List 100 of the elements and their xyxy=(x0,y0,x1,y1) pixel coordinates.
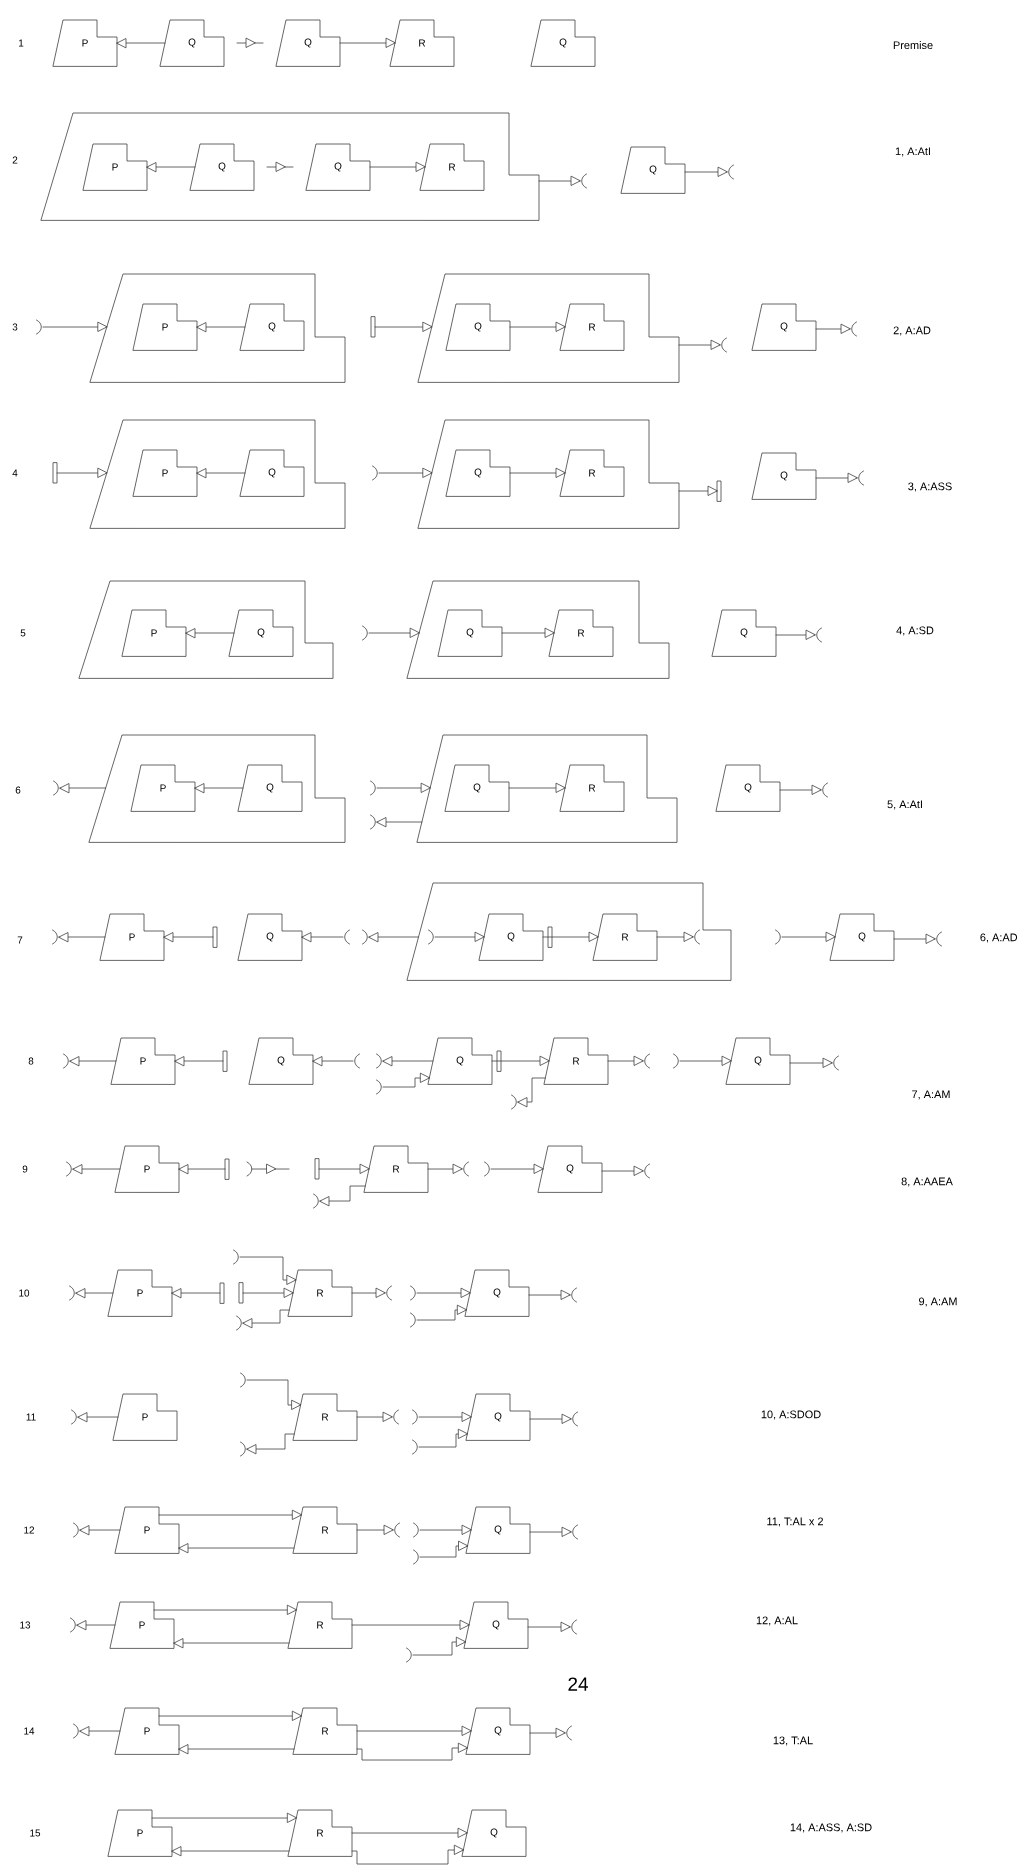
connector xyxy=(59,783,107,793)
connector xyxy=(376,817,423,827)
predicate-box: R xyxy=(292,1506,358,1554)
enclosure-box xyxy=(89,419,346,529)
connector xyxy=(56,468,108,478)
connector xyxy=(79,1525,121,1535)
connector xyxy=(58,932,106,942)
predicate-box: P xyxy=(82,143,148,191)
connector xyxy=(418,1412,472,1422)
connector xyxy=(356,1412,393,1422)
predicate-box: P xyxy=(114,1145,180,1193)
justification-text: 11, T:AL x 2 xyxy=(767,1517,823,1527)
predicate-box: Q xyxy=(478,913,544,961)
connector xyxy=(427,1164,463,1174)
connector xyxy=(416,1288,471,1298)
connector xyxy=(369,162,426,172)
connector xyxy=(509,468,566,478)
predicate-box: R xyxy=(287,1601,353,1649)
connector xyxy=(178,1543,295,1553)
enclosure-box xyxy=(406,882,732,981)
predicate-box: Q xyxy=(444,764,510,812)
connector xyxy=(77,1412,119,1422)
connector xyxy=(434,932,485,942)
connector xyxy=(419,1541,468,1558)
connector xyxy=(351,1845,464,1865)
connector xyxy=(893,934,936,944)
connector xyxy=(607,1056,644,1066)
enclosure-box xyxy=(416,734,678,843)
predicate-box: R xyxy=(559,764,625,812)
connector xyxy=(528,1290,571,1300)
connector xyxy=(158,1711,302,1721)
enclosure-box xyxy=(88,734,346,843)
connector xyxy=(509,322,566,332)
predicate-box: R xyxy=(287,1809,353,1857)
predicate-box: P xyxy=(114,1506,180,1554)
predicate-box: Q xyxy=(465,1506,531,1554)
predicate-box: Q xyxy=(725,1037,791,1085)
connector xyxy=(527,1622,571,1632)
connector xyxy=(416,1305,467,1321)
predicate-box: Q xyxy=(239,449,305,497)
predicate-box: Q xyxy=(237,764,303,812)
connector xyxy=(491,1056,550,1066)
predicate-box: R xyxy=(419,143,485,191)
predicate-box: Q xyxy=(461,1809,527,1857)
line-number: 10 xyxy=(19,1289,30,1297)
predicate-box: Q xyxy=(530,19,596,67)
predicate-box: R xyxy=(559,449,625,497)
connector xyxy=(239,1256,297,1285)
justification-text: 14, A:ASS, A:SD xyxy=(790,1823,872,1833)
connector xyxy=(678,340,721,350)
enclosure-box xyxy=(40,112,540,221)
connector xyxy=(419,1525,472,1535)
connector xyxy=(116,38,166,48)
predicate-box: P xyxy=(107,1269,173,1317)
predicate-box: Q xyxy=(189,143,255,191)
justification-text: 12, A:AL xyxy=(756,1616,798,1626)
justification-text: 10, A:SDOD xyxy=(761,1410,821,1420)
enclosure-box xyxy=(417,419,680,529)
line-number: 3 xyxy=(12,323,18,331)
line-number: 4 xyxy=(12,469,18,477)
predicate-box: Q xyxy=(228,609,294,657)
line-number: 13 xyxy=(20,1621,31,1629)
connector xyxy=(163,932,214,942)
predicate-box: Q xyxy=(275,19,341,67)
connector xyxy=(382,1073,430,1088)
predicate-box: R xyxy=(363,1145,429,1193)
predicate-box: Q xyxy=(437,609,503,657)
connector xyxy=(146,162,196,172)
connector xyxy=(242,1288,294,1298)
justification-text: 2, A:AD xyxy=(893,326,931,336)
predicate-box: R xyxy=(559,303,625,351)
connector xyxy=(684,167,728,177)
connector xyxy=(312,1056,354,1066)
predicate-box: Q xyxy=(711,609,777,657)
connector xyxy=(171,1288,221,1298)
page-number: 24 xyxy=(568,1677,588,1691)
predicate-box: Q xyxy=(463,1601,529,1649)
connector xyxy=(779,785,822,795)
predicate-box: Q xyxy=(239,303,305,351)
connector xyxy=(79,1726,121,1736)
predicate-box: Q xyxy=(248,1037,314,1085)
connector xyxy=(815,473,858,483)
connector xyxy=(72,1164,121,1174)
connector xyxy=(351,1620,470,1630)
predicate-box: R xyxy=(292,1393,358,1441)
line-number: 7 xyxy=(17,936,23,944)
connector xyxy=(376,783,431,793)
line-number: 9 xyxy=(22,1165,28,1173)
line-number: 11 xyxy=(26,1413,36,1421)
predicate-box: P xyxy=(109,1601,175,1649)
line-number: 15 xyxy=(30,1829,41,1837)
enclosure-box xyxy=(89,273,346,383)
connector xyxy=(171,1846,290,1856)
connector xyxy=(173,1638,290,1648)
connector xyxy=(196,468,246,478)
connector xyxy=(174,1056,224,1066)
connector xyxy=(601,1166,644,1176)
connector xyxy=(69,1056,117,1066)
predicate-box: P xyxy=(132,303,198,351)
connector xyxy=(382,1056,434,1066)
